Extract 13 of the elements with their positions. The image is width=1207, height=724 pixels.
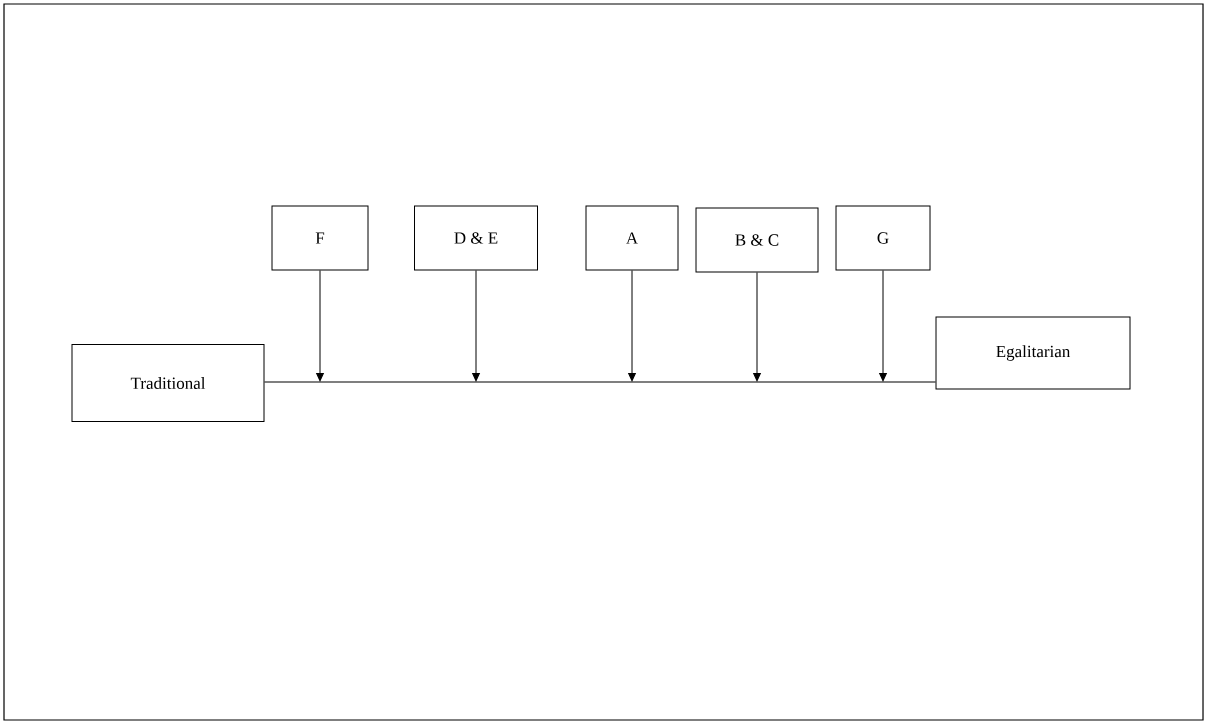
arrow <box>879 270 887 382</box>
arrow <box>316 270 324 382</box>
scale-end-box: Traditional <box>71 344 265 422</box>
arrow <box>753 272 761 382</box>
arrow <box>628 270 636 382</box>
label-box: D & E <box>414 205 538 271</box>
label-box: G <box>835 205 931 271</box>
label-box: F <box>271 205 369 271</box>
scale-line <box>264 381 936 383</box>
label-box: A <box>585 205 679 271</box>
arrow <box>472 270 480 382</box>
scale-end-box: Egalitarian <box>935 316 1131 390</box>
label-box: B & C <box>695 207 819 273</box>
